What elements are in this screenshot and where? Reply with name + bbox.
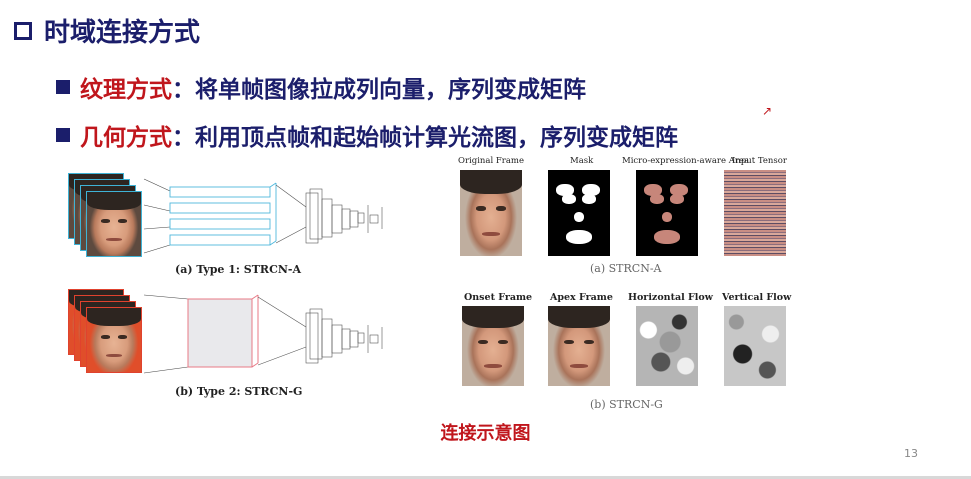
network-diagram-b xyxy=(143,294,383,374)
column-title: Micro-expression-aware Area xyxy=(622,156,750,166)
bullet-keyword: 几何方式 xyxy=(80,125,172,151)
slide-title-row: 时域连接方式 xyxy=(14,12,200,49)
column-title: Apex Frame xyxy=(550,292,613,303)
panel-caption-a: (a) STRCN-A xyxy=(590,262,662,275)
frame-stack-a xyxy=(68,173,148,263)
column-title: Horizontal Flow xyxy=(628,292,713,303)
bullet-text: ：将单帧图像拉成列向量，序列变成矩阵 xyxy=(172,77,586,103)
cursor-mark-icon: ↗ xyxy=(762,104,773,118)
bullet-keyword: 纹理方式 xyxy=(80,77,172,103)
bullet-texture: 纹理方式 ：将单帧图像拉成列向量，序列变成矩阵 xyxy=(56,70,586,104)
filled-square-bullet-icon xyxy=(56,128,70,142)
column-title: Vertical Flow xyxy=(722,292,792,303)
hollow-square-icon xyxy=(14,21,32,40)
onset-frame-image xyxy=(462,306,524,386)
slide-title: 时域连接方式 xyxy=(44,18,201,48)
architecture-figure: (a) Type 1: STRCN-A xyxy=(60,165,420,410)
column-title: Input Tensor xyxy=(732,156,787,166)
mask-image xyxy=(548,170,610,256)
bullet-geometry: 几何方式 ：利用顶点帧和起始帧计算光流图，序列变成矩阵 xyxy=(56,118,678,152)
filled-square-bullet-icon xyxy=(56,80,70,94)
network-diagram-a xyxy=(143,178,383,254)
original-frame-image xyxy=(460,170,522,256)
column-title: Mask xyxy=(570,156,594,166)
apex-frame-image xyxy=(548,306,610,386)
column-title: Onset Frame xyxy=(464,292,533,303)
input-tensor-image xyxy=(724,170,786,256)
figure-caption: 连接示意图 xyxy=(440,423,531,444)
image-panel-figure: Original Frame Mask Micro-expression-awa… xyxy=(440,152,810,414)
column-title: Original Frame xyxy=(458,156,524,166)
frame-stack-b xyxy=(68,289,148,379)
bottom-divider xyxy=(0,476,971,479)
frame-image xyxy=(86,307,142,373)
horizontal-flow-image xyxy=(636,306,698,386)
figure-caption-a: (a) Type 1: STRCN-A xyxy=(175,263,301,276)
page-number: 13 xyxy=(904,447,918,460)
bullet-text: ：利用顶点帧和起始帧计算光流图，序列变成矩阵 xyxy=(172,125,678,151)
frame-image xyxy=(86,191,142,257)
panel-caption-b: (b) STRCN-G xyxy=(590,398,663,411)
figure-caption-b: (b) Type 2: STRCN-G xyxy=(175,385,303,398)
vertical-flow-image xyxy=(724,306,786,386)
micro-expression-area-image xyxy=(636,170,698,256)
